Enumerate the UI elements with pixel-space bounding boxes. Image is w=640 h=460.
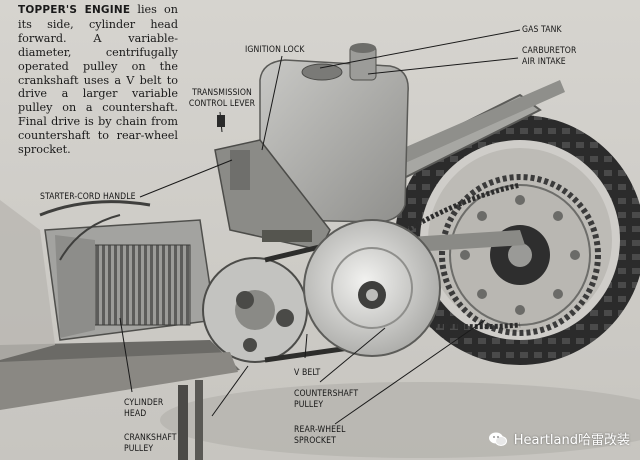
label-ignition-lock: IGNITION LOCK [245, 45, 305, 55]
caption-body: lies on its side, cylinder head forward.… [18, 3, 178, 157]
label-sprocket: SPROCKET [294, 436, 336, 446]
label-head: HEAD [124, 409, 147, 419]
watermark: Heartland哈雷改装 [488, 429, 630, 448]
watermark-text: Heartland哈雷改装 [513, 433, 630, 448]
caption-title: TOPPER'S ENGINE [18, 4, 131, 16]
label-crankshaft-pulley: PULLEY [124, 444, 154, 454]
engine-block [39, 200, 216, 341]
label-crankshaft: CRANKSHAFT [124, 433, 177, 443]
description-caption: TOPPER'S ENGINE lies on its side, cylind… [18, 3, 178, 157]
label-air-intake: AIR INTAKE [522, 57, 566, 67]
crankshaft-pulley [202, 257, 308, 363]
rear-sprocket [439, 174, 601, 336]
label-countershaft-pulley: PULLEY [294, 400, 324, 410]
leader-lines [119, 29, 521, 425]
label-countershaft: COUNTERSHAFT [294, 389, 359, 399]
label-starter-cord: STARTER-CORD HANDLE [40, 192, 136, 202]
label-rear-wheel: REAR-WHEEL [294, 425, 346, 435]
gas-tank [259, 43, 409, 223]
label-control-lever: CONTROL LEVER [188, 99, 256, 109]
label-v-belt: V BELT [294, 368, 321, 378]
countershaft-pulley [303, 219, 441, 357]
label-carburetor: CARBURETOR [522, 46, 577, 56]
label-gas-tank: GAS TANK [522, 25, 562, 35]
label-cylinder: CYLINDER [124, 398, 164, 408]
label-transmission: TRANSMISSION [192, 88, 252, 98]
wechat-icon [488, 432, 507, 446]
